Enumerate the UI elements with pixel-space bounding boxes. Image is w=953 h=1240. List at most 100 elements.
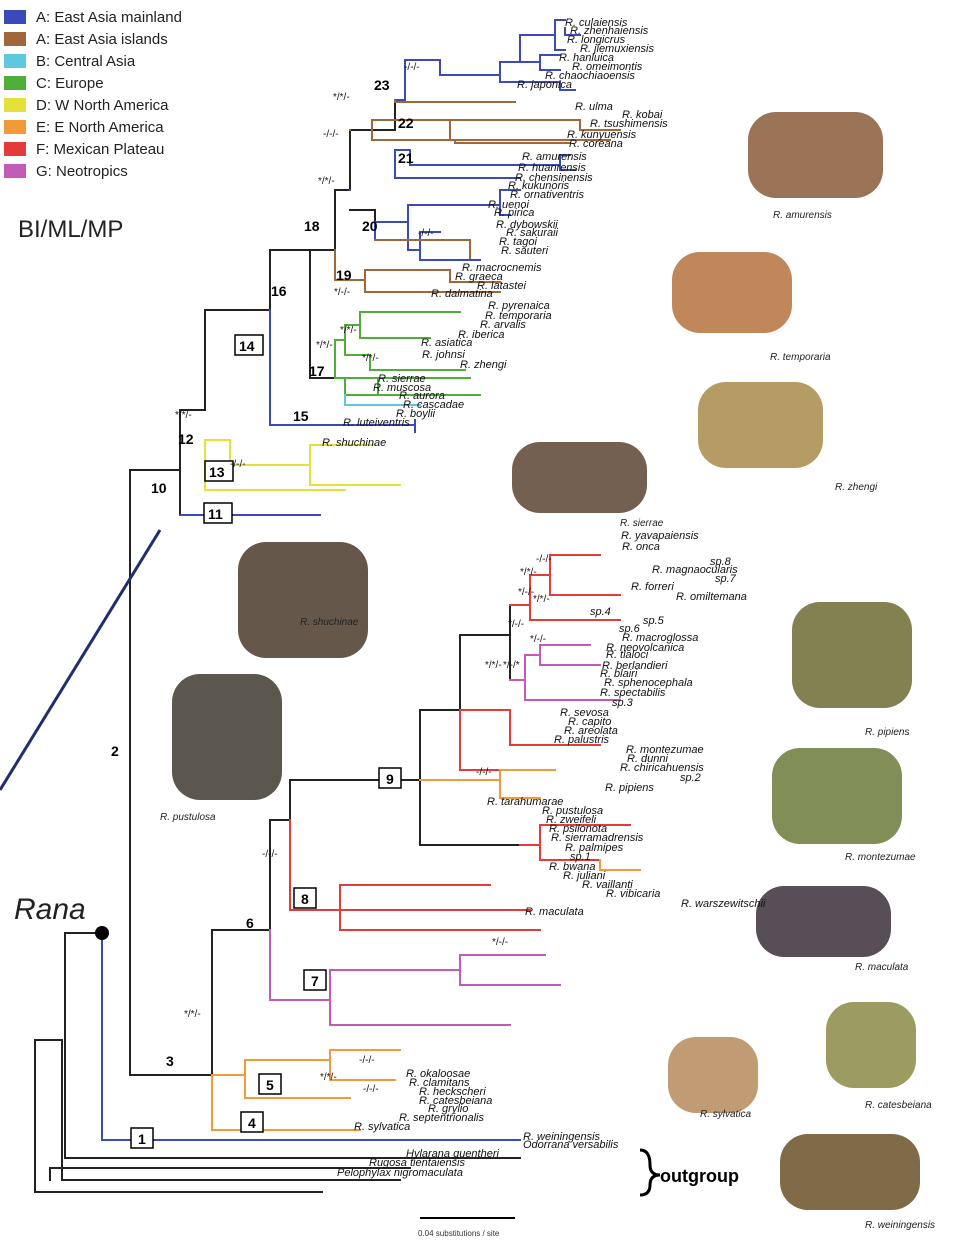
frog-photo (238, 542, 368, 658)
frog-photo (668, 1037, 758, 1113)
clade-number: 15 (293, 408, 309, 424)
support-value: */*/- (175, 410, 192, 421)
taxon-label: sp.2 (680, 772, 701, 784)
photo-label: R. maculata (855, 962, 909, 973)
clade-number: 21 (398, 150, 414, 166)
pointer-line (0, 530, 160, 790)
clade-number: 5 (266, 1077, 274, 1093)
photo-label: R. sierrae (620, 518, 664, 529)
taxon-label: R. vibicaria (606, 888, 660, 900)
support-value: -/-/- (262, 849, 278, 860)
support-value: */*/- (316, 340, 333, 351)
frog-photo (756, 886, 891, 957)
frog-photo (512, 442, 647, 513)
support-value: */-/- (530, 634, 546, 645)
photo-label: R. zhengi (835, 482, 878, 493)
taxon-label: sp.3 (612, 697, 634, 709)
taxon-label: R. japonica (517, 79, 572, 91)
clade-number: 4 (248, 1115, 256, 1131)
photo-label: R. sylvatica (700, 1109, 752, 1120)
photo-label: R. shuchinae (300, 617, 359, 628)
photo-label: R. pustulosa (160, 812, 216, 823)
taxon-label: R. sauteri (501, 245, 549, 257)
taxon-label: R. pirica (494, 207, 534, 219)
taxon-label: R. warszewitschii (681, 898, 766, 910)
photo-layer (172, 112, 920, 1210)
clade-number: 6 (246, 915, 254, 931)
taxon-label: R. dalmatina (431, 288, 493, 300)
taxon-label: Pelophylax nigromaculata (337, 1167, 463, 1179)
support-value: */-/- (492, 937, 508, 948)
taxon-label: R. spectabilis (600, 687, 666, 699)
frog-photo (698, 382, 823, 468)
support-value: */*/- (333, 92, 350, 103)
taxon-label: R. septentrionalis (399, 1112, 484, 1124)
outgroup-label: outgroup (660, 1166, 739, 1186)
clade-number: 3 (166, 1053, 174, 1069)
root-node (95, 926, 109, 940)
support-value: */-/- (334, 287, 350, 298)
photo-label: R. catesbeiana (865, 1100, 932, 1111)
support-value: */-/* (503, 660, 520, 671)
taxon-label: R. ulma (575, 101, 613, 113)
taxon-label: sp.7 (715, 573, 737, 585)
clade-number: 19 (336, 267, 352, 283)
taxon-label: R. forreri (631, 581, 674, 593)
support-value: -/-/- (476, 767, 492, 778)
support-value: */*/- (533, 594, 550, 605)
clade-number: 10 (151, 480, 167, 496)
frog-photo (780, 1134, 920, 1210)
support-value: */*/- (340, 325, 357, 336)
support-value: -/-/- (359, 1055, 375, 1066)
clade-number: 9 (386, 771, 394, 787)
photo-label: R. montezumae (845, 852, 916, 863)
taxon-label: R. onca (622, 541, 660, 553)
frog-photo (772, 748, 902, 844)
support-value: -/-/- (404, 62, 420, 73)
taxon-label: Odorrana versabilis (523, 1139, 619, 1151)
support-value: -/-/- (230, 459, 246, 470)
frog-photo (172, 674, 282, 800)
taxon-label: R. pipiens (605, 782, 654, 794)
support-value: -/-/- (536, 554, 552, 565)
taxon-label: R. palustris (554, 734, 610, 746)
support-value: */*/- (320, 1072, 337, 1083)
taxon-label: R. omiltemana (676, 591, 747, 603)
photo-label: R. temporaria (770, 352, 831, 363)
taxon-label: R. luteiventris (343, 417, 410, 429)
support-value: */*/- (520, 567, 537, 578)
taxon-label: R. sylvatica (354, 1121, 410, 1133)
taxon-label: sp.4 (590, 606, 611, 618)
taxon-label: R. coreana (569, 138, 623, 150)
photo-label: R. weiningensis (865, 1220, 935, 1231)
photo-label: R. pipiens (865, 727, 909, 738)
clade-number: 8 (301, 891, 309, 907)
support-value: */*/- (184, 1009, 201, 1020)
clade-number: 1 (138, 1131, 146, 1147)
clade-number: 13 (209, 464, 225, 480)
clade-number: 14 (239, 338, 255, 354)
outgroup-bracket (640, 1150, 660, 1195)
scale-label: 0.04 substitutions / site (418, 1229, 500, 1238)
clade-number: 22 (398, 115, 414, 131)
clade-number: 23 (374, 77, 390, 93)
clade-number: 17 (309, 363, 325, 379)
clade-number: 20 (362, 218, 378, 234)
taxon-label: R. johnsi (422, 349, 465, 361)
clade-number: 2 (111, 743, 119, 759)
support-value: */-/- (508, 619, 524, 630)
taxon-label: sp.5 (643, 615, 665, 627)
frog-photo (672, 252, 792, 333)
support-value: */-/- (518, 587, 534, 598)
taxon-label: R. zhengi (460, 359, 507, 371)
clade-number: 18 (304, 218, 320, 234)
support-value: */*/- (485, 660, 502, 671)
clade-number: 7 (311, 973, 319, 989)
frog-photo (792, 602, 912, 708)
support-value: */*/- (362, 353, 379, 364)
support-value: */*/- (318, 176, 335, 187)
support-value: -/-/- (323, 129, 339, 140)
clade-number: 12 (178, 431, 194, 447)
